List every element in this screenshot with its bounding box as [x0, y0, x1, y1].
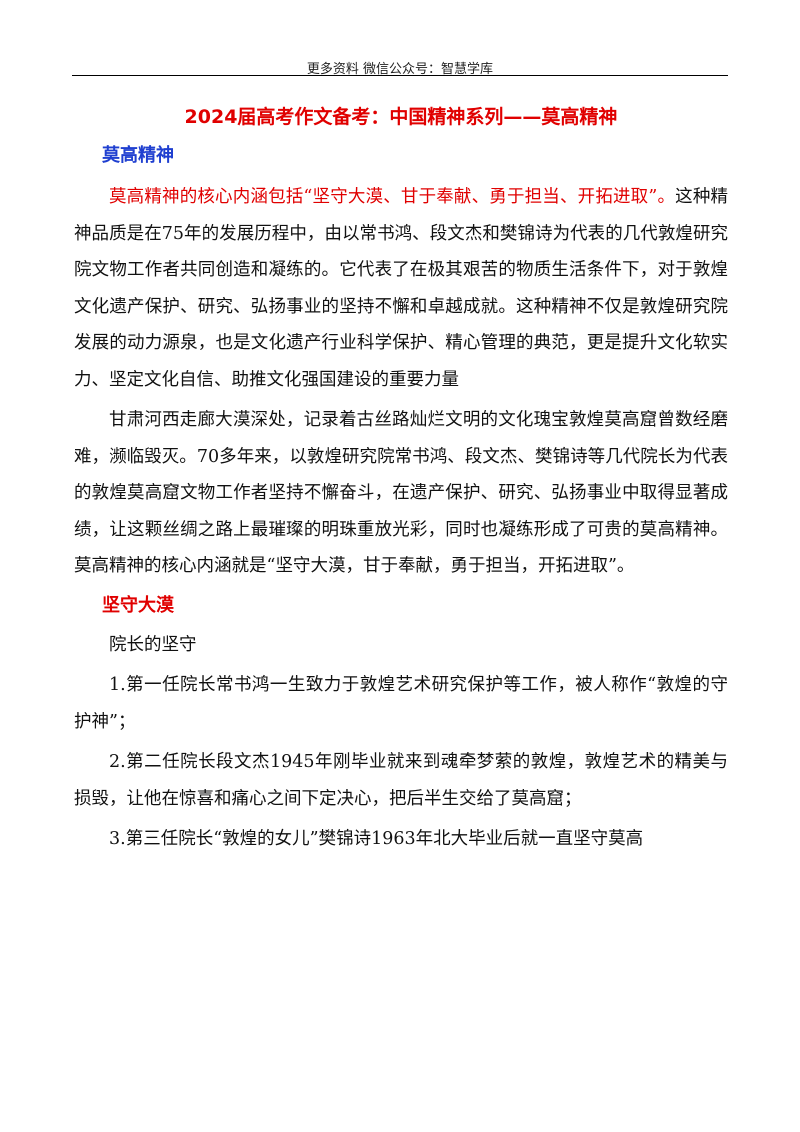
section-heading-mogao-spirit: 莫高精神: [102, 145, 174, 166]
page-header: 更多资料 微信公众号：智慧学库: [306, 62, 494, 77]
highlighted-sentence: 莫高精神的核心内涵包括“坚守大漠、甘于奉献、勇于担当、开拓进取”。: [109, 187, 676, 207]
document-title: 2024届高考作文备考：中国精神系列——莫高精神: [184, 106, 618, 128]
list-item: 3.第三任院长“敦煌的女儿”樊锦诗1963年北大毕业后就一直坚守莫高: [109, 829, 644, 849]
paragraph-history: 甘肃河西走廊大漠深处，记录着古丝路灿烂文明的文化瑰宝敦煌莫高窟曾数经磨难，濒临毁…: [74, 410, 728, 576]
list-item: 1.第一任院长常书鸿一生致力于敦煌艺术研究保护等工作，被人称作“敦煌的守护神”；: [74, 675, 728, 732]
header-divider: [72, 75, 728, 76]
section-heading-desert-stay: 坚守大漠: [102, 594, 174, 616]
paragraph-core-meaning: 莫高精神的核心内涵包括“坚守大漠、甘于奉献、勇于担当、开拓进取”。这种精神品质是…: [74, 179, 728, 398]
document-body: 2024届高考作文备考：中国精神系列——莫高精神 莫高精神 莫高精神的核心内涵包…: [74, 103, 728, 862]
list-item: 2.第二任院长段文杰1945年刚毕业就来到魂牵梦萦的敦煌，敦煌艺术的精美与损毁，…: [74, 752, 728, 809]
subheading-directors: 院长的坚守: [109, 634, 197, 655]
paragraph-continuation: 这种精神品质是在75年的发展历程中，由以常书鸿、段文杰和樊锦诗为代表的几代敦煌研…: [74, 187, 728, 390]
